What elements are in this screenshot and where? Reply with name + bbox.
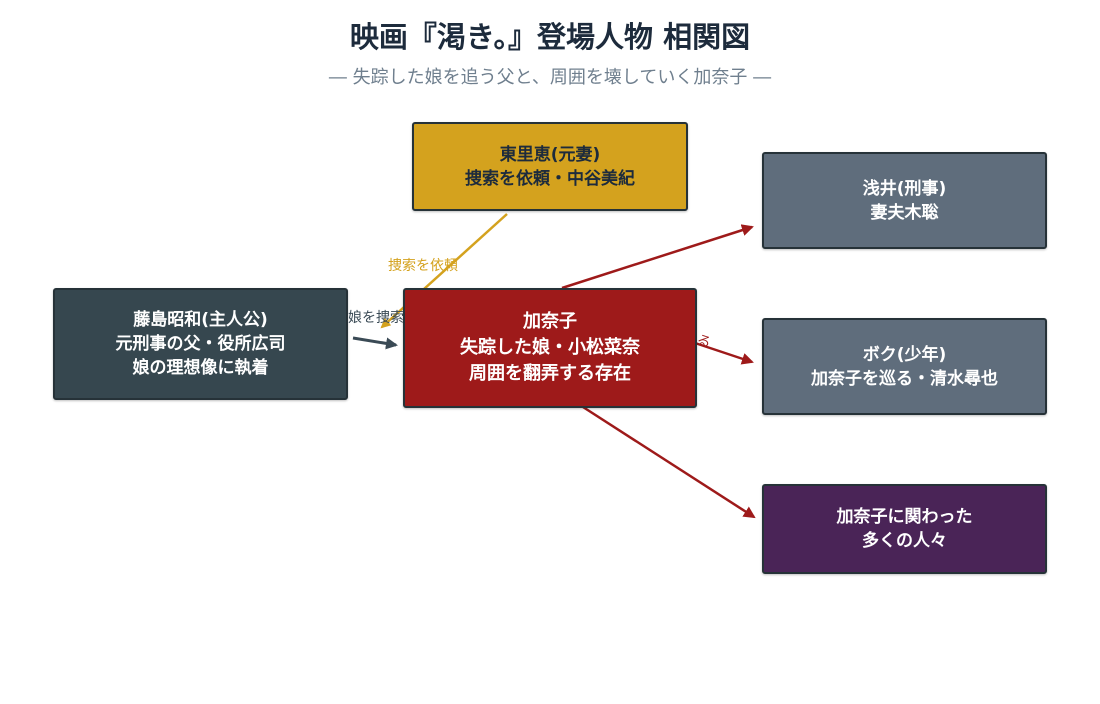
arrow-kanako-to-asai — [561, 224, 754, 290]
arrow-wife-to-protagonist — [380, 213, 508, 329]
node-kanako-name: 加奈子 — [523, 311, 577, 332]
page-title: 映画『渇き。』登場人物 相関図 — [349, 20, 751, 54]
node-asai: 浅井(刑事) 妻夫木聡 — [762, 152, 1047, 249]
node-boku-desc: 加奈子を巡る・清水尋也 — [811, 368, 998, 389]
node-kanako-desc: 失踪した娘・小松菜奈 — [460, 337, 640, 358]
edge-label-protagonist-search: 娘を捜索 — [348, 310, 404, 326]
node-protagonist-name: 藤島昭和(主人公) — [133, 310, 268, 330]
arrow-kanako-to-people — [582, 405, 756, 519]
node-wife: 東里恵(元妻) 捜索を依頼・中谷美紀 — [412, 122, 688, 211]
node-protagonist-desc: 元刑事の父・役所広司 — [115, 334, 286, 354]
node-people-line1: 加奈子に関わった — [836, 507, 973, 527]
arrow-kanako-to-boku — [694, 341, 754, 365]
arrow-protagonist-to-kanako — [352, 336, 398, 350]
node-people-line2: 多くの人々 — [862, 531, 947, 551]
node-wife-desc: 捜索を依頼・中谷美紀 — [465, 168, 635, 189]
node-wife-name: 東里恵(元妻) — [499, 144, 601, 165]
edge-label-wife-request: 捜索を依頼 — [388, 258, 458, 274]
node-protagonist-trait: 娘の理想像に執着 — [132, 358, 269, 378]
node-people: 加奈子に関わった 多くの人々 — [762, 484, 1047, 574]
page-subtitle: ― 失踪した娘を追う父と、周囲を壊していく加奈子 ― — [328, 67, 772, 88]
node-asai-name: 浅井(刑事) — [862, 178, 947, 199]
node-kanako-trait: 周囲を翻弄する存在 — [469, 363, 631, 384]
node-boku-name: ボク(少年) — [862, 344, 947, 365]
node-kanako: 加奈子 失踪した娘・小松菜奈 周囲を翻弄する存在 — [403, 288, 697, 408]
node-boku: ボク(少年) 加奈子を巡る・清水尋也 — [762, 318, 1047, 415]
node-asai-desc: 妻夫木聡 — [870, 202, 939, 223]
node-protagonist: 藤島昭和(主人公) 元刑事の父・役所広司 娘の理想像に執着 — [53, 288, 348, 400]
